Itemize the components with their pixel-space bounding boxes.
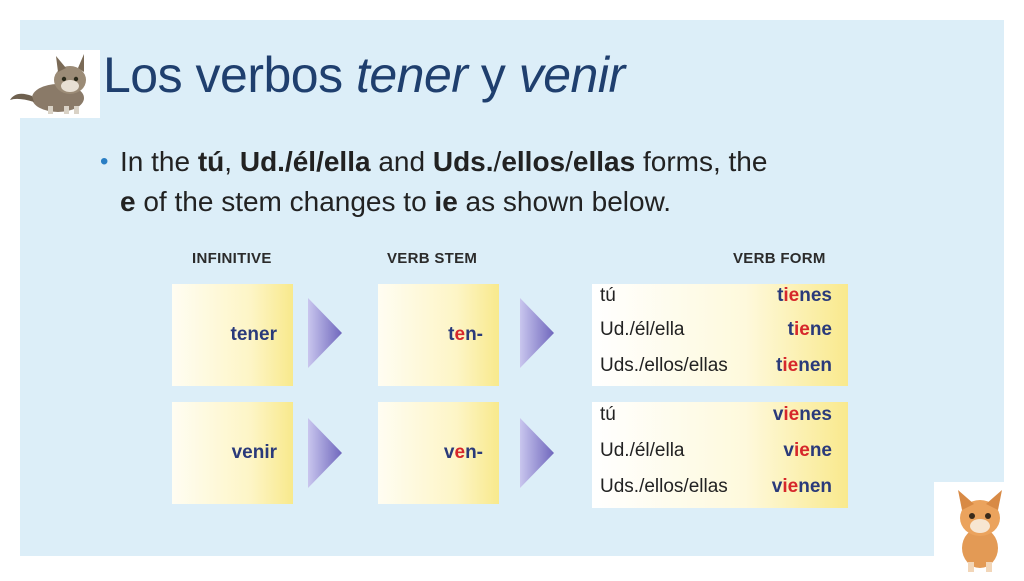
arrow-right-icon bbox=[308, 418, 342, 488]
kitten-icon bbox=[958, 490, 1002, 572]
header-infinitive: INFINITIVE bbox=[192, 250, 272, 267]
stem-box-ven: ven- bbox=[378, 402, 499, 504]
arrow-right-icon bbox=[308, 298, 342, 368]
arrow-right-icon bbox=[520, 418, 554, 488]
cat-icon bbox=[10, 54, 86, 114]
form-row: tú tienes bbox=[600, 285, 832, 311]
pronoun: Uds./ellos/ellas bbox=[600, 355, 728, 376]
conjugated-verb: vienes bbox=[772, 404, 832, 425]
stem-word: ten- bbox=[448, 324, 483, 345]
verb-form-box-venir: tú vienes Ud./él/ella viene Uds./ellos/e… bbox=[592, 402, 848, 508]
pronoun: Ud./él/ella bbox=[600, 319, 685, 340]
form-row: Uds./ellos/ellas vienen bbox=[600, 476, 832, 502]
verb-form-box-tener: tú tienes Ud./él/ella tiene Uds./ellos/e… bbox=[592, 284, 848, 386]
conjugated-verb: vienen bbox=[771, 476, 832, 497]
stem-box-ten: ten- bbox=[378, 284, 499, 386]
slide-title: Los verbos tener y venir bbox=[103, 47, 625, 103]
pronoun: tú bbox=[600, 404, 616, 425]
bullet-dot-icon: • bbox=[100, 148, 109, 175]
bullet-text: In the tú, Ud./él/ella and Uds./ellos/el… bbox=[120, 146, 768, 217]
form-row: Ud./él/ella viene bbox=[600, 440, 832, 466]
infinitive-word: tener bbox=[230, 324, 277, 345]
arrow-right-icon bbox=[520, 298, 554, 368]
infinitive-word: venir bbox=[231, 442, 277, 463]
kitten-image bbox=[934, 482, 1024, 576]
pronoun: Uds./ellos/ellas bbox=[600, 476, 728, 497]
conjugated-verb: tienes bbox=[777, 285, 832, 306]
form-row: Uds./ellos/ellas tienen bbox=[600, 355, 832, 381]
pronoun: tú bbox=[600, 285, 616, 306]
title-verb-tener: tener bbox=[355, 47, 468, 103]
form-row: tú vienes bbox=[600, 404, 832, 430]
conjugated-verb: tienen bbox=[776, 355, 832, 376]
header-verb-stem: VERB STEM bbox=[387, 250, 478, 267]
form-row: Ud./él/ella tiene bbox=[600, 319, 832, 345]
infinitive-box-tener: tener bbox=[172, 284, 293, 386]
conjugated-verb: tiene bbox=[787, 319, 832, 340]
cat-image bbox=[8, 50, 100, 118]
title-verb-venir: venir bbox=[518, 47, 625, 103]
conjugated-verb: viene bbox=[783, 440, 832, 461]
infinitive-box-venir: venir bbox=[172, 402, 293, 504]
pronoun: Ud./él/ella bbox=[600, 440, 685, 461]
bullet-point: • In the tú, Ud./él/ella and Uds./ellos/… bbox=[100, 142, 940, 222]
header-verb-form: VERB FORM bbox=[733, 250, 826, 267]
stem-word: ven- bbox=[443, 442, 483, 463]
